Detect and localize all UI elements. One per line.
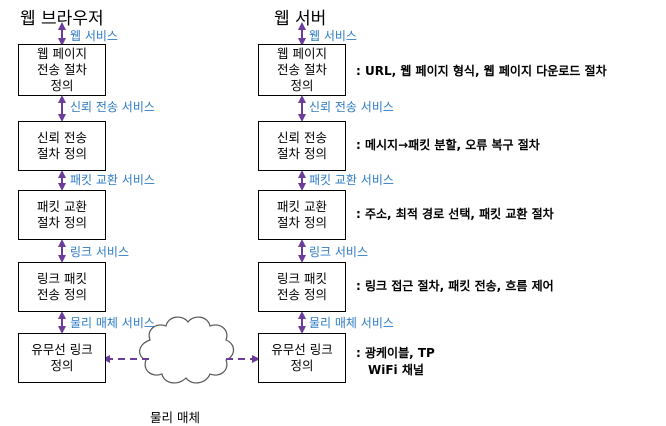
right-service-label: 물리 매체 서비스 [309, 316, 394, 330]
description-line: : URL, 웹 페이지 형식, 웹 페이지 다운로드 절차 [356, 64, 607, 78]
box-line: 절차 정의 [37, 215, 87, 230]
box-line: 정의 [50, 358, 74, 373]
box-line: 유무선 링크 [31, 342, 93, 357]
right-service-label: 링크 서비스 [309, 245, 369, 259]
box-line: 신뢰 전송 [37, 130, 87, 145]
box-line: 전송 절차 [37, 62, 87, 77]
physical-medium-label: 물리 매체 [150, 410, 200, 425]
web-browser-title: 웹 브라우저 [20, 9, 104, 29]
left-service-label: 링크 서비스 [70, 245, 130, 259]
box-line: 링크 패킷 [37, 271, 87, 286]
description-line: : 메시지→패킷 분할, 오류 복구 절차 [356, 138, 540, 152]
right-service-label: 웹 서비스 [309, 29, 357, 43]
box-line: 전송 절차 [277, 62, 327, 77]
layer-description: : 링크 접근 절차, 패킷 전송, 흐름 제어 [356, 278, 554, 295]
box-line: 전송 정의 [277, 287, 327, 302]
layer-description: : 주소, 최적 경로 선택, 패킷 교환 절차 [356, 206, 554, 223]
box-line: 패킷 교환 [37, 199, 87, 214]
box-line: 유무선 링크 [271, 342, 333, 357]
box-line: 정의 [290, 358, 314, 373]
left-service-label: 물리 매체 서비스 [70, 316, 155, 330]
box-line: 절차 정의 [37, 146, 87, 161]
layer-description: : URL, 웹 페이지 형식, 웹 페이지 다운로드 절차 [356, 63, 607, 80]
box-line: 정의 [290, 78, 314, 93]
box-line: 전송 정의 [37, 287, 87, 302]
left-service-label: 웹 서비스 [70, 29, 118, 43]
web-server-title: 웹 서버 [274, 9, 327, 29]
description-line: : 주소, 최적 경로 선택, 패킷 교환 절차 [356, 207, 554, 221]
description-line: : 광케이블, TP [356, 346, 435, 360]
box-line: 패킷 교환 [277, 199, 327, 214]
box-line: 정의 [50, 78, 74, 93]
description-line: : 링크 접근 절차, 패킷 전송, 흐름 제어 [356, 279, 554, 293]
box-line: 절차 정의 [277, 215, 327, 230]
layer-description: : 광케이블, TP WiFi 채널 [356, 345, 435, 379]
right-service-label: 신뢰 전송 서비스 [309, 100, 394, 114]
left-service-label: 신뢰 전송 서비스 [70, 100, 155, 114]
box-line: 신뢰 전송 [277, 130, 327, 145]
layer-description: : 메시지→패킷 분할, 오류 복구 절차 [356, 137, 540, 154]
box-line: 웹 페이지 [277, 46, 327, 61]
left-service-label: 패킷 교환 서비스 [70, 173, 155, 187]
box-line: 링크 패킷 [277, 271, 327, 286]
box-line: 웹 페이지 [37, 46, 87, 61]
box-line: 절차 정의 [277, 146, 327, 161]
right-service-label: 패킷 교환 서비스 [309, 173, 394, 187]
description-line: WiFi 채널 [368, 363, 424, 377]
